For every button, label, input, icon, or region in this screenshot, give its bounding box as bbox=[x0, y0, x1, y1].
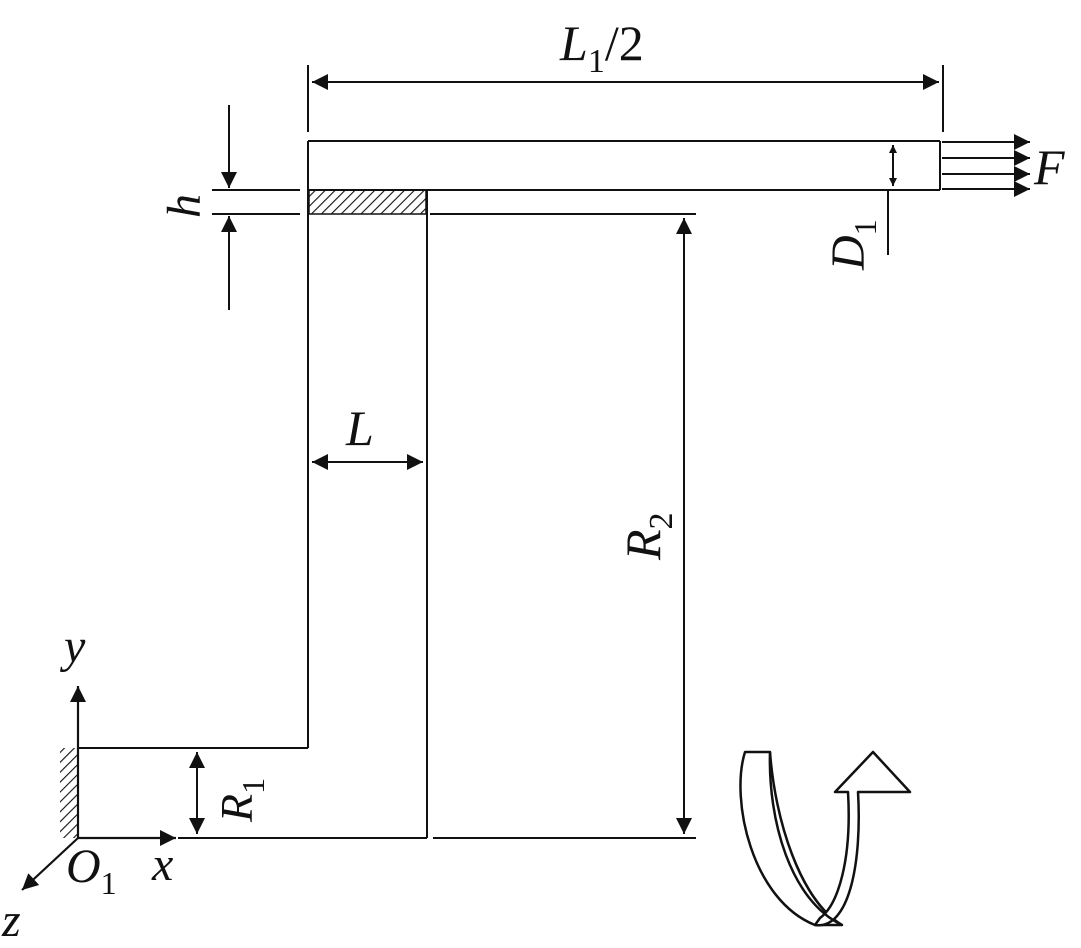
rotation-arrow-icon bbox=[739, 750, 912, 927]
label-axis-z: z bbox=[1, 894, 21, 947]
label-thickness: h bbox=[158, 194, 211, 218]
cross-section-hatch bbox=[308, 189, 427, 215]
label-outer-radius: R2 bbox=[615, 512, 680, 561]
label-axis-y: y bbox=[59, 620, 86, 673]
label-top-length: L1/2 bbox=[559, 15, 644, 80]
label-diameter: D1 bbox=[822, 219, 883, 271]
label-force: F bbox=[1033, 139, 1065, 195]
z-axis bbox=[21, 837, 79, 891]
fixed-support-hatch-icon bbox=[60, 748, 78, 838]
label-origin: O1 bbox=[66, 840, 117, 901]
label-inner-radius: R1 bbox=[211, 778, 271, 823]
label-axis-x: x bbox=[151, 838, 173, 891]
structure bbox=[77, 140, 940, 839]
dimension-top-length bbox=[307, 65, 944, 132]
force-arrows bbox=[939, 134, 1030, 197]
dimension-diameter bbox=[878, 140, 902, 255]
label-width: L bbox=[345, 400, 374, 456]
coordinate-axes bbox=[21, 686, 176, 891]
